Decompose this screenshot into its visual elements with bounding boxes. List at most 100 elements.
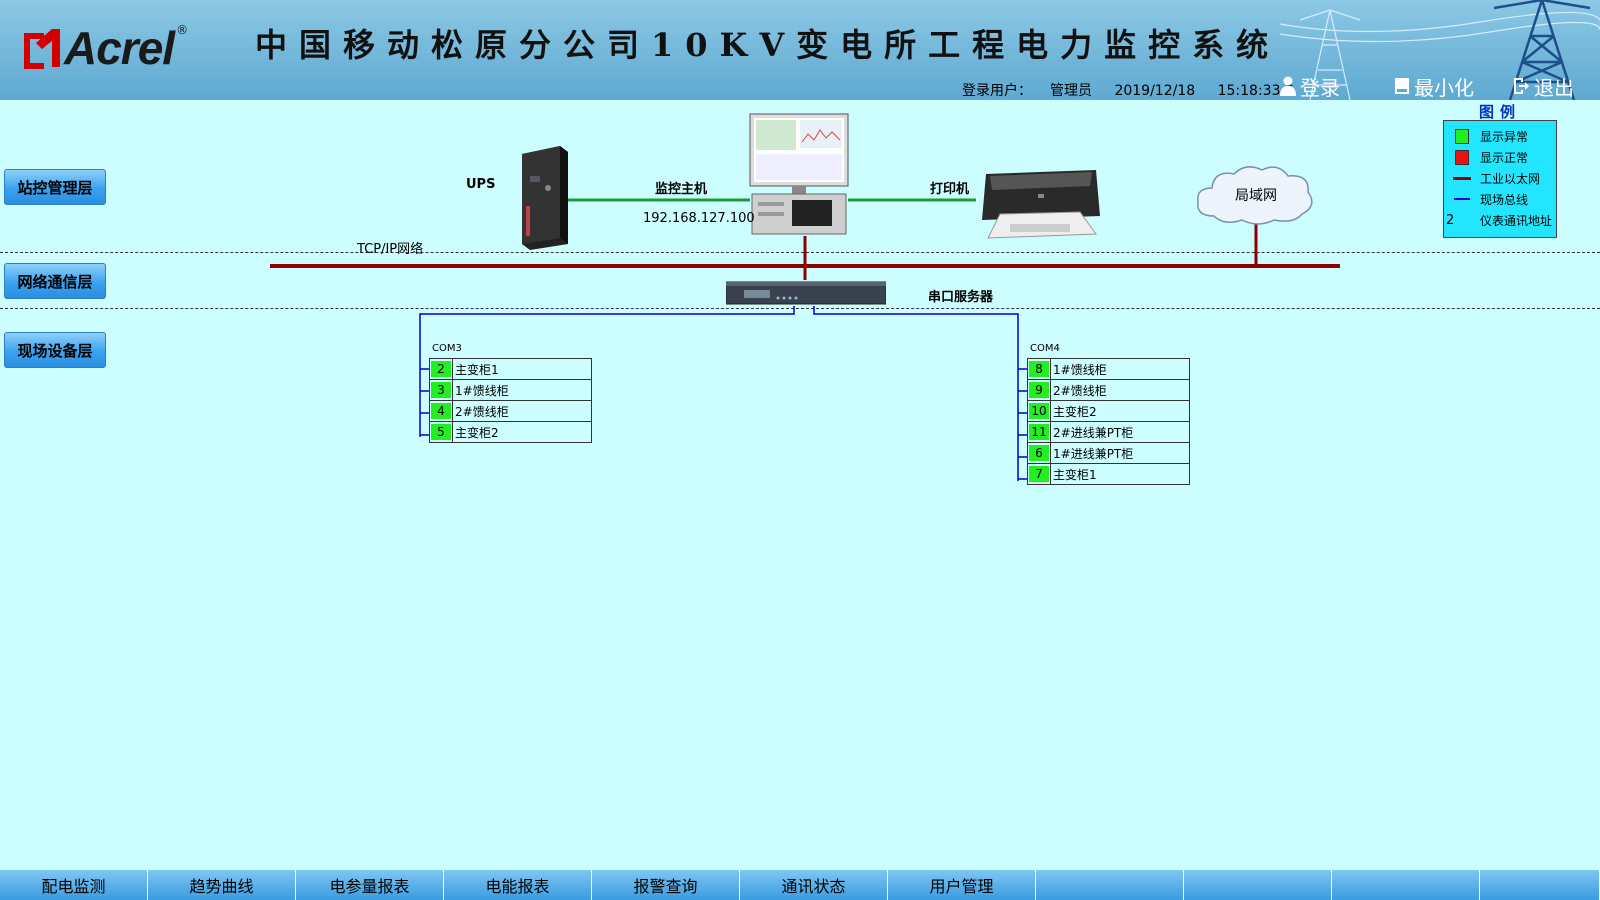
current-time: 15:18:33.6: [1217, 83, 1294, 99]
nav-alarm-query[interactable]: 报警查询: [592, 870, 740, 900]
legend-label: 显示异常: [1480, 129, 1529, 144]
com3-label: COM3: [432, 343, 462, 354]
brand-logo: Acrel ®: [22, 18, 189, 78]
monitoring-host-icon[interactable]: [748, 112, 850, 236]
nav-trend-curves[interactable]: 趋势曲线: [148, 870, 296, 900]
legend-item: 2 仪表通讯地址: [1444, 210, 1556, 230]
tcpip-network-label: TCP/IP网络: [357, 242, 424, 257]
current-date: 2019/12/18: [1114, 83, 1196, 99]
brand-registered-mark: ®: [176, 23, 189, 37]
lan-label: 局域网: [1235, 188, 1277, 204]
session-info: 登录用户：管理员 2019/12/18 15:18:33.6: [962, 80, 1312, 100]
minimize-button[interactable]: 最小化: [1394, 72, 1474, 100]
nav-communication-status[interactable]: 通讯状态: [740, 870, 888, 900]
legend-label: 仪表通讯地址: [1480, 213, 1553, 228]
legend-item: 现场总线: [1444, 189, 1556, 209]
device-address: 6: [1029, 445, 1049, 461]
user-icon: [1280, 76, 1296, 96]
minimize-icon: [1395, 78, 1409, 94]
legend-label: 显示正常: [1480, 150, 1529, 165]
nav-empty-slot[interactable]: [1332, 870, 1480, 900]
ethernet-line-icon: [1453, 176, 1471, 180]
layer-network-communication[interactable]: 网络通信层: [4, 263, 106, 299]
fieldbus-line-icon: [1454, 198, 1470, 200]
nav-user-management[interactable]: 用户管理: [888, 870, 1036, 900]
ups-label: UPS: [466, 177, 496, 192]
page-title: 中国移动松原分公司10KV变电所工程电力监控系统: [255, 26, 1281, 64]
device-name: 主变柜1: [1050, 463, 1190, 485]
device-name: 1#馈线柜: [452, 379, 592, 401]
nav-empty-slot[interactable]: [1480, 870, 1600, 900]
layer-field-device[interactable]: 现场设备层: [4, 332, 106, 368]
legend-item: 显示正常: [1444, 147, 1556, 167]
device-address: 5: [431, 424, 451, 440]
printer-label: 打印机: [930, 182, 970, 197]
red-square-icon: [1455, 149, 1469, 165]
device-address: 9: [1029, 382, 1049, 398]
com4-fieldbus: [813, 306, 1028, 481]
minimize-label: 最小化: [1414, 75, 1474, 100]
nav-energy-report[interactable]: 电能报表: [444, 870, 592, 900]
legend-label: 现场总线: [1480, 192, 1529, 207]
host-ip-address: 192.168.127.100: [643, 211, 755, 226]
printer-icon[interactable]: [980, 164, 1104, 240]
com3-fieldbus: [419, 306, 795, 437]
legend-item: 显示异常: [1444, 126, 1556, 146]
device-address: 11: [1029, 424, 1049, 440]
lan-cloud-icon[interactable]: [1194, 162, 1318, 228]
device-address: 7: [1029, 466, 1049, 482]
nav-electrical-parameter-report[interactable]: 电参量报表: [296, 870, 444, 900]
user-name: 管理员: [1050, 83, 1092, 99]
device-address: 3: [431, 382, 451, 398]
layer-station-control[interactable]: 站控管理层: [4, 169, 106, 205]
device-name: 2#馈线柜: [452, 400, 592, 422]
device-name: 1#进线兼PT柜: [1050, 442, 1190, 464]
serial-server-icon[interactable]: [726, 280, 886, 306]
exit-label: 退出: [1534, 75, 1574, 100]
nav-empty-slot[interactable]: [1036, 870, 1184, 900]
logout-icon: [1514, 78, 1529, 94]
device-name: 主变柜1: [452, 358, 592, 380]
ups-device-icon[interactable]: [508, 146, 570, 250]
green-square-icon: [1455, 128, 1469, 144]
device-address: 4: [431, 403, 451, 419]
bottom-navigation: 配电监测 趋势曲线 电参量报表 电能报表 报警查询 通讯状态 用户管理: [0, 870, 1600, 900]
acrel-logo-icon: [24, 29, 60, 69]
layer-divider: [0, 308, 1600, 309]
device-address: 8: [1029, 361, 1049, 377]
device-address: 10: [1029, 403, 1049, 419]
address-sample: 2: [1446, 212, 1455, 228]
exit-button[interactable]: 退出: [1512, 72, 1574, 100]
legend-panel: 显示异常 显示正常 工业以太网 现场总线 2 仪表通讯地址: [1443, 120, 1557, 238]
device-address: 2: [431, 361, 451, 377]
legend-title: 图例: [1479, 103, 1522, 121]
device-name: 1#馈线柜: [1050, 358, 1190, 380]
nav-distribution-monitoring[interactable]: 配电监测: [0, 870, 148, 900]
serial-server-label: 串口服务器: [928, 290, 994, 305]
legend-item: 工业以太网: [1444, 168, 1556, 188]
device-name: 2#馈线柜: [1050, 379, 1190, 401]
device-name: 主变柜2: [452, 421, 592, 443]
brand-name: Acrel: [64, 22, 175, 74]
login-label: 登录: [1300, 75, 1340, 100]
com4-label: COM4: [1030, 343, 1060, 354]
legend-label: 工业以太网: [1480, 171, 1541, 186]
nav-empty-slot[interactable]: [1184, 870, 1332, 900]
header-bar: Acrel ® 中国移动松原分公司10KV变电所工程电力监控系统 登录用户：管理…: [0, 0, 1600, 100]
monitoring-host-label: 监控主机: [655, 182, 708, 197]
login-button[interactable]: 登录: [1280, 72, 1340, 100]
layer-divider: [0, 252, 1600, 253]
